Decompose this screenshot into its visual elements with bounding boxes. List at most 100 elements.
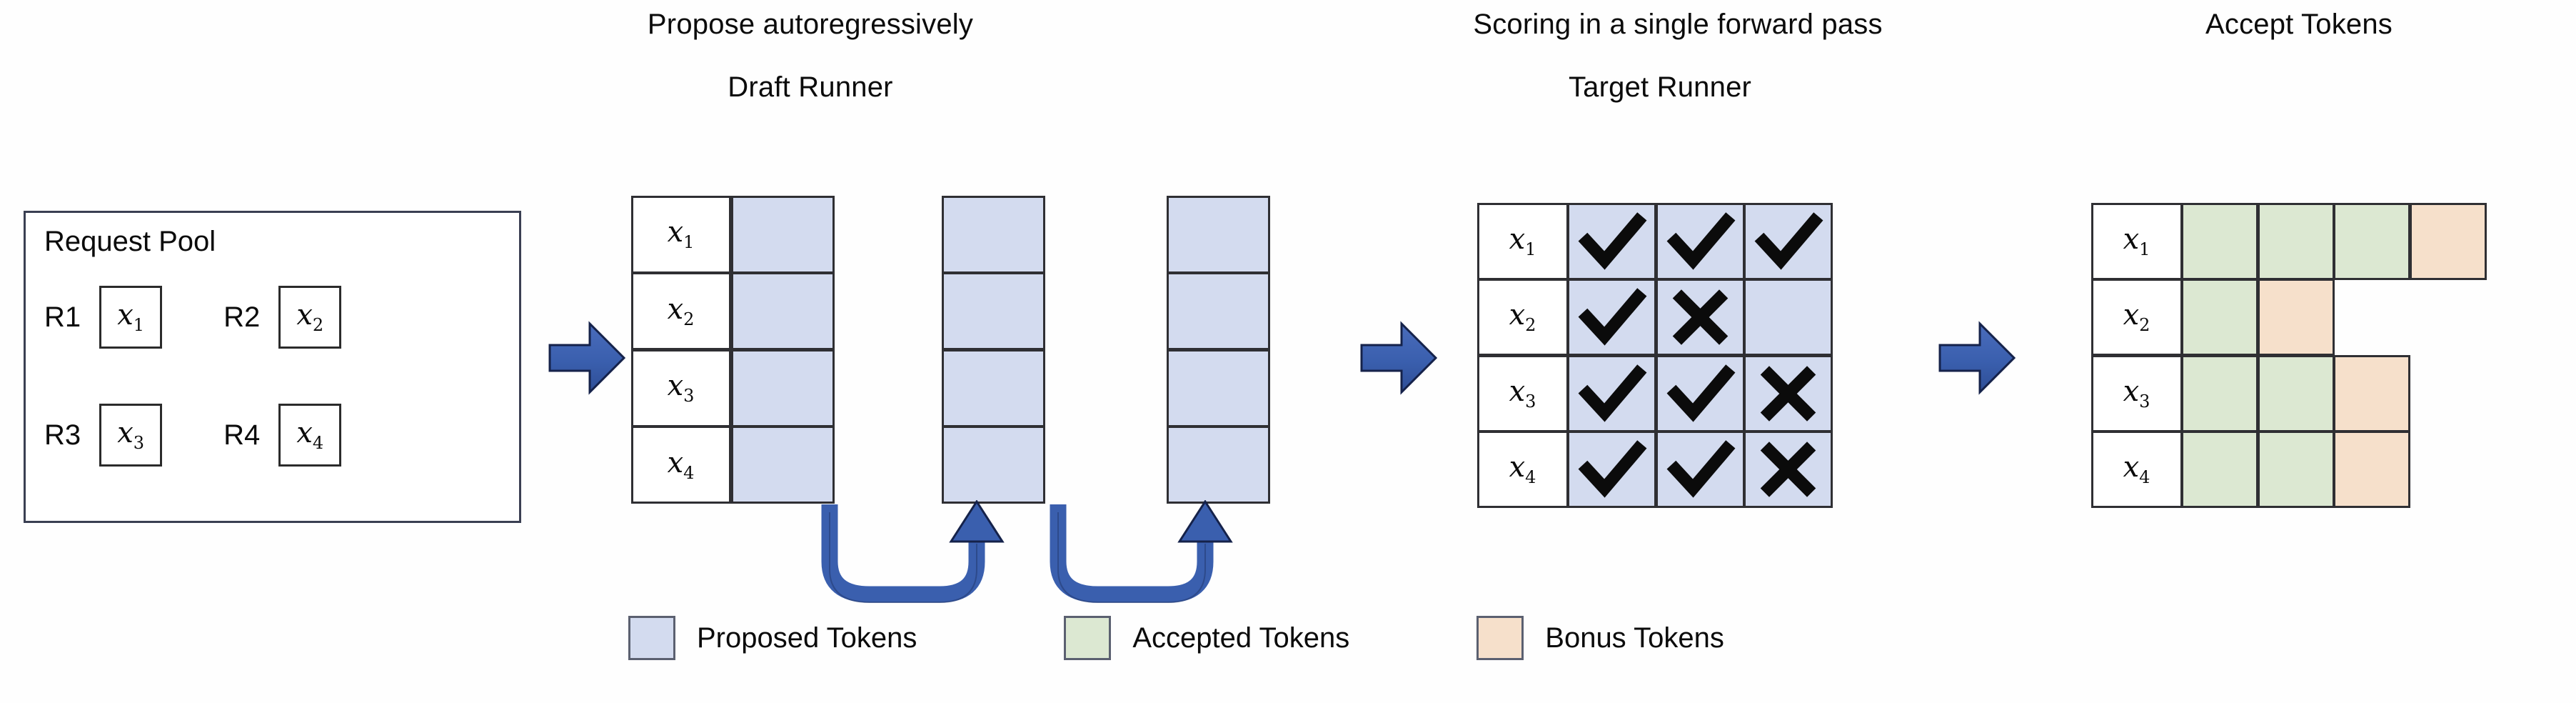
draft-runner-label-column: x1 x2 x3 x4 [630,195,731,504]
draft-runner-caption: Propose autoregressively [647,9,974,40]
draft-row-label-x4: x4 [630,426,731,504]
legend: Proposed Tokens Accepted Tokens Bonus To… [628,616,2270,660]
legend-label-bonus: Bonus Tokens [1545,622,1724,654]
target-runner-caption: Scoring in a single forward pass [1473,9,1883,40]
request-label-r2: R2 [223,301,261,333]
target-cell-cross [1744,354,1833,432]
accept-cell-accepted [2333,202,2410,280]
accept-tokens-grid: x1 x2 x3 [2091,202,2487,508]
accept-cell-accepted [2181,279,2258,356]
recurrence-arrow-1 [800,499,1007,624]
accept-cell-accepted [2257,202,2335,280]
draft-label-row: x3 [630,349,731,427]
accept-cell-accepted [2181,431,2258,508]
draft-label-row: x4 [630,426,731,504]
legend-swatch-proposed-icon [628,616,675,660]
accept-row-label-x4: x4 [2091,431,2183,508]
table-row: x4 [2091,431,2487,508]
draft-cell [941,349,1045,427]
table-row: x3 [1476,354,1833,432]
target-cell-check [1655,202,1745,280]
request-pool-panel [24,211,521,523]
draft-cell [1166,272,1270,350]
accept-cell-bonus [2333,354,2410,432]
table-row: x2 [1476,279,1833,356]
legend-swatch-bonus-icon [1476,616,1524,660]
target-cell-check [1567,354,1656,432]
draft-cell [1166,349,1270,427]
request-token-box-r4: x4 [278,404,342,467]
table-row: x1 [1476,202,1833,280]
draft-cell [941,195,1045,274]
token-x3: x3 [117,417,145,453]
table-row: x4 [1476,431,1833,508]
accept-cell-accepted [2181,354,2258,432]
token-x4: x4 [296,417,324,453]
request-token-box-r2: x2 [278,286,342,349]
draft-cell [730,426,835,504]
request-pool-title: Request Pool [44,226,216,257]
target-cell-check [1567,279,1656,356]
target-cell-check [1655,354,1745,432]
draft-row-label-x2: x2 [630,272,731,350]
legend-swatch-accepted-icon [1064,616,1112,660]
accept-tokens-title: Accept Tokens [2205,9,2393,40]
target-cell-empty [1744,279,1833,356]
draft-cell [1166,426,1270,504]
target-cell-cross [1655,279,1745,356]
table-row: x1 [2091,202,2487,280]
legend-item-bonus: Bonus Tokens [1476,616,1724,660]
legend-item-proposed: Proposed Tokens [628,616,917,660]
accept-cell-accepted [2257,431,2335,508]
accept-cell-blank [2410,355,2487,432]
target-row-label-x2: x2 [1476,279,1569,356]
request-label-r4: R4 [223,419,261,451]
target-cell-cross [1744,431,1833,508]
draft-proposal-step-1 [730,195,835,504]
token-x1: x1 [117,299,145,335]
accept-cell-blank [2410,431,2487,508]
target-row-label-x1: x1 [1476,202,1569,280]
token-x2: x2 [296,299,324,335]
legend-label-proposed: Proposed Tokens [697,622,917,654]
accept-cell-bonus [2333,431,2410,508]
flow-arrow-1 [548,318,626,402]
request-token-box-r3: x3 [99,404,163,467]
request-label-r3: R3 [44,419,81,451]
accept-cell-blank [2410,279,2487,356]
table-row: x3 [2091,354,2487,432]
request-pool-row: R1 x1 R2 x2 [44,286,342,349]
draft-cell [1166,195,1270,274]
accept-cell-bonus [2257,279,2335,356]
recurrence-arrow-2 [1028,499,1235,624]
accept-cell-accepted [2257,354,2335,432]
table-row: x2 [2091,279,2487,356]
target-row-label-x3: x3 [1476,354,1569,432]
target-cell-check [1744,202,1833,280]
draft-label-row: x2 [630,272,731,350]
target-cell-check [1567,431,1656,508]
accept-row-label-x2: x2 [2091,279,2183,356]
draft-cell [941,272,1045,350]
draft-row-label-x1: x1 [630,195,731,274]
accept-cell-blank [2333,279,2410,356]
target-cell-check [1655,431,1745,508]
accept-cell-accepted [2181,202,2258,280]
legend-label-accepted: Accepted Tokens [1132,622,1350,654]
draft-cell [730,195,835,274]
request-token-box-r1: x1 [99,286,163,349]
accept-cell-bonus [2409,202,2487,280]
target-runner-grid: x1 x2 [1476,202,1833,508]
draft-row-label-x3: x3 [630,349,731,427]
draft-cell [730,272,835,350]
draft-runner-title: Draft Runner [728,71,893,103]
accept-row-label-x3: x3 [2091,354,2183,432]
draft-proposal-step-2 [941,195,1045,504]
draft-cell [941,426,1045,504]
draft-cell [730,349,835,427]
request-label-r1: R1 [44,301,81,333]
legend-item-accepted: Accepted Tokens [1064,616,1349,660]
target-row-label-x4: x4 [1476,431,1569,508]
accept-row-label-x1: x1 [2091,202,2183,280]
